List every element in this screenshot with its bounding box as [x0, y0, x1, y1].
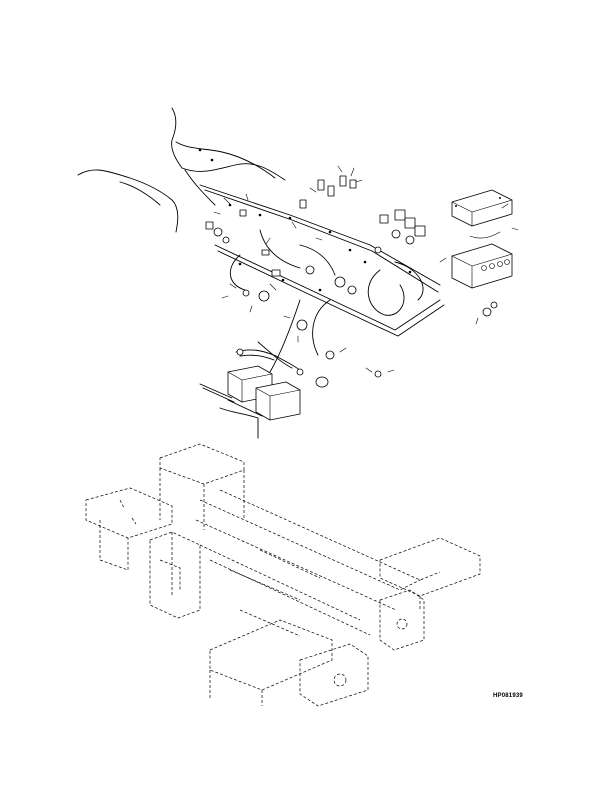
relays	[379, 209, 426, 245]
battery-cables	[199, 341, 304, 439]
batteries	[227, 365, 301, 421]
figure-id-label: HP081939	[493, 693, 523, 699]
connectors	[205, 193, 498, 388]
switches	[299, 165, 363, 209]
control-box	[451, 243, 513, 289]
machine-frame	[85, 443, 481, 707]
wiring-harness	[77, 107, 445, 373]
control-box-cover	[451, 189, 519, 239]
